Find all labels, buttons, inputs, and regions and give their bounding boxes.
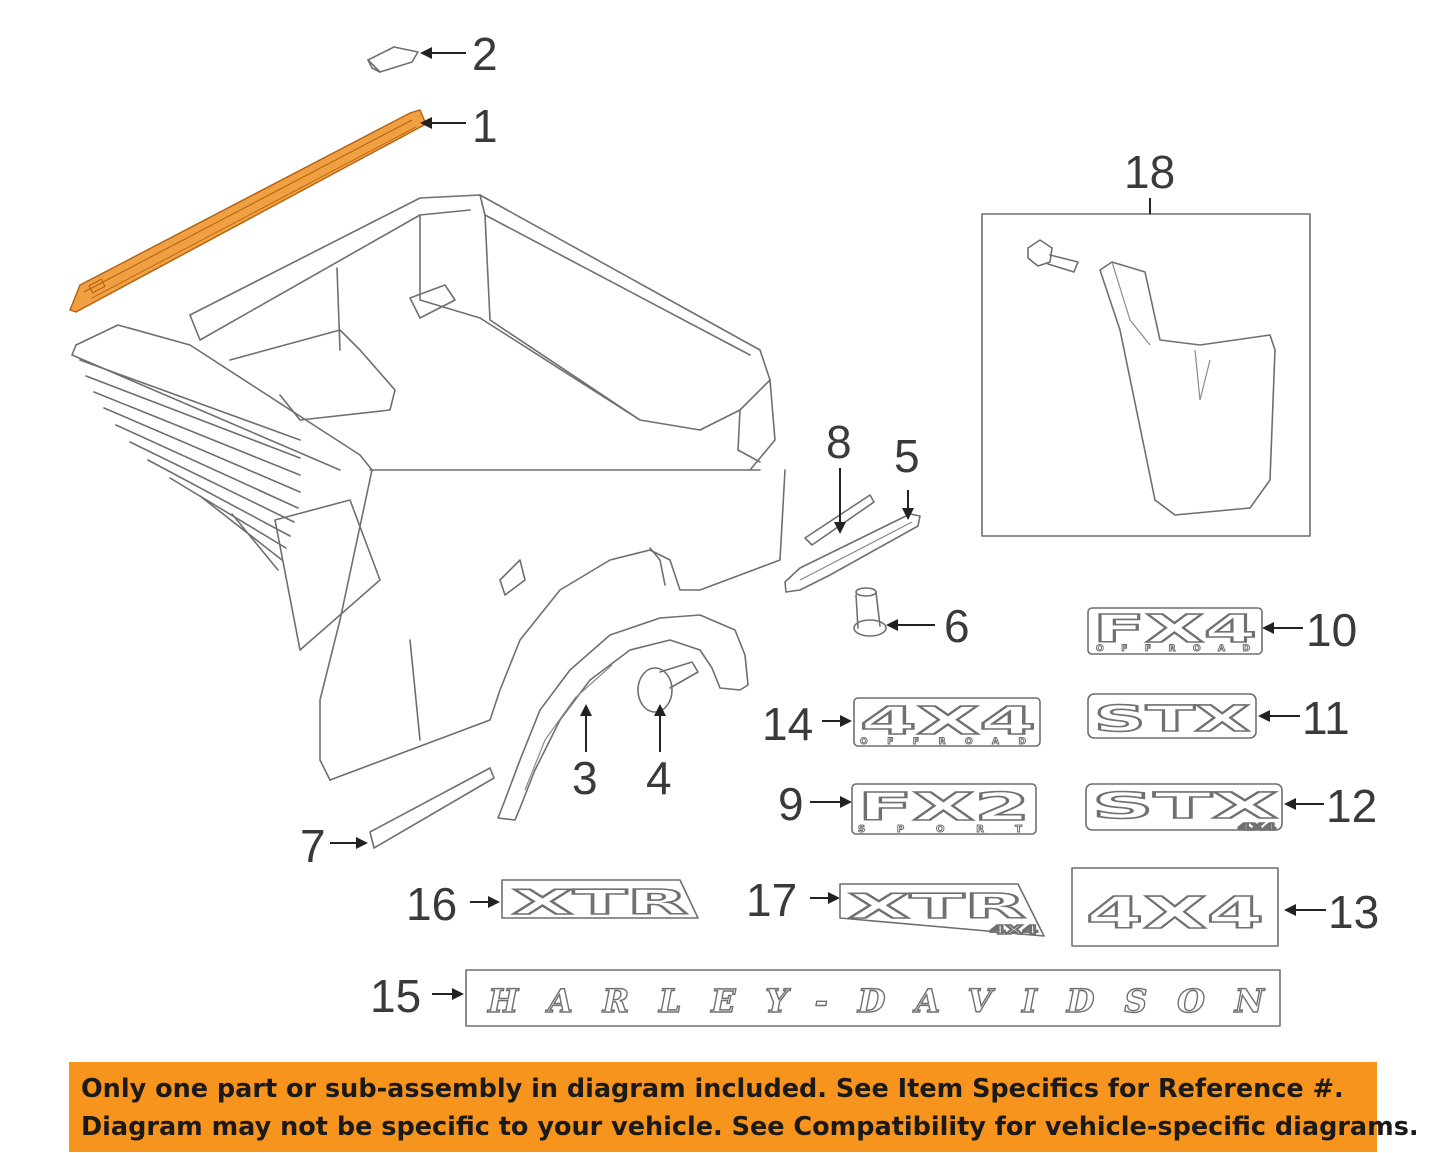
svg-text:XTR: XTR [848,887,1026,927]
badge-17-xtr-4x4[interactable]: XTR 4X4 [839,883,1045,938]
svg-text:FX4: FX4 [1093,607,1257,651]
part-8-tape-stripe[interactable] [804,494,875,546]
callout-15: 15 [370,970,421,1022]
svg-text:STX: STX [1094,699,1250,740]
callout-4: 4 [646,752,672,804]
badge-12-stx-4x4[interactable]: STX 4X4 [1085,783,1283,834]
part-6-stud[interactable] [853,587,887,637]
svg-text:4X4: 4X4 [1238,822,1276,833]
callout-11: 11 [1302,692,1350,744]
badge-14-4x4-offroad[interactable]: 4X4 OFFROAD [853,697,1041,748]
part-2-end-cap[interactable] [367,46,419,73]
badge-10-fx4-offroad[interactable]: FX4 OFFROAD [1087,606,1263,655]
svg-text:4X4: 4X4 [1086,888,1264,939]
svg-text:HARLEY-DAVIDSON: HARLEY-DAVIDSON [487,982,1266,1020]
callout-8: 8 [826,416,852,468]
callout-9: 9 [778,778,804,830]
callout-16: 16 [406,878,457,930]
svg-text:FX2: FX2 [858,785,1030,829]
svg-text:4X4: 4X4 [860,699,1036,743]
callout-13: 13 [1328,886,1379,938]
svg-text:STX: STX [1092,786,1279,827]
svg-text:OFFROAD: OFFROAD [1096,644,1256,654]
callout-2: 2 [472,28,498,80]
callout-12: 12 [1326,780,1377,832]
svg-text:4X4: 4X4 [990,923,1038,937]
callout-14: 14 [762,698,813,750]
part-7-rocker-molding[interactable] [369,767,495,849]
callout-1: 1 [472,100,498,152]
badge-16-xtr[interactable]: XTR [501,879,699,924]
badge-15-harley-davidson[interactable]: HARLEY-DAVIDSON [465,969,1281,1027]
svg-text:SPORT: SPORT [858,824,1028,835]
disclaimer-banner: Only one part or sub-assembly in diagram… [69,1062,1419,1152]
part-1-bed-rail-cap[interactable] [69,109,427,313]
callout-7: 7 [300,820,326,872]
callout-6: 6 [944,600,970,652]
callout-18: 18 [1124,146,1175,198]
disclaimer-line-1: Only one part or sub-assembly in diagram… [81,1074,1344,1104]
svg-text:XTR: XTR [512,883,688,923]
truck-bed-drawing [71,194,786,781]
part-18-mud-flap-box[interactable] [981,213,1311,537]
callout-5: 5 [894,430,920,482]
disclaimer-line-2: Diagram may not be specific to your vehi… [81,1112,1419,1142]
callout-numbers: 2 1 18 8 5 6 3 4 7 10 11 12 13 14 9 16 1… [300,28,1379,1022]
callout-10: 10 [1306,604,1357,656]
badge-13-4x4[interactable]: 4X4 [1071,867,1279,947]
badge-11-stx[interactable]: STX [1087,693,1257,741]
part-5-step-pad[interactable] [784,513,921,593]
part-4-push-pin[interactable] [637,661,699,713]
callout-3: 3 [572,752,598,804]
badge-9-fx2-sport[interactable]: FX2 SPORT [851,783,1037,836]
part-3-wheel-opening-molding[interactable] [497,614,749,821]
svg-text:OFFROAD: OFFROAD [860,737,1032,747]
leader-lines [330,47,1326,1000]
callout-17: 17 [746,874,797,926]
parts-diagram: 2 1 18 8 5 6 3 4 7 10 11 12 13 14 9 16 1… [69,28,1379,1027]
